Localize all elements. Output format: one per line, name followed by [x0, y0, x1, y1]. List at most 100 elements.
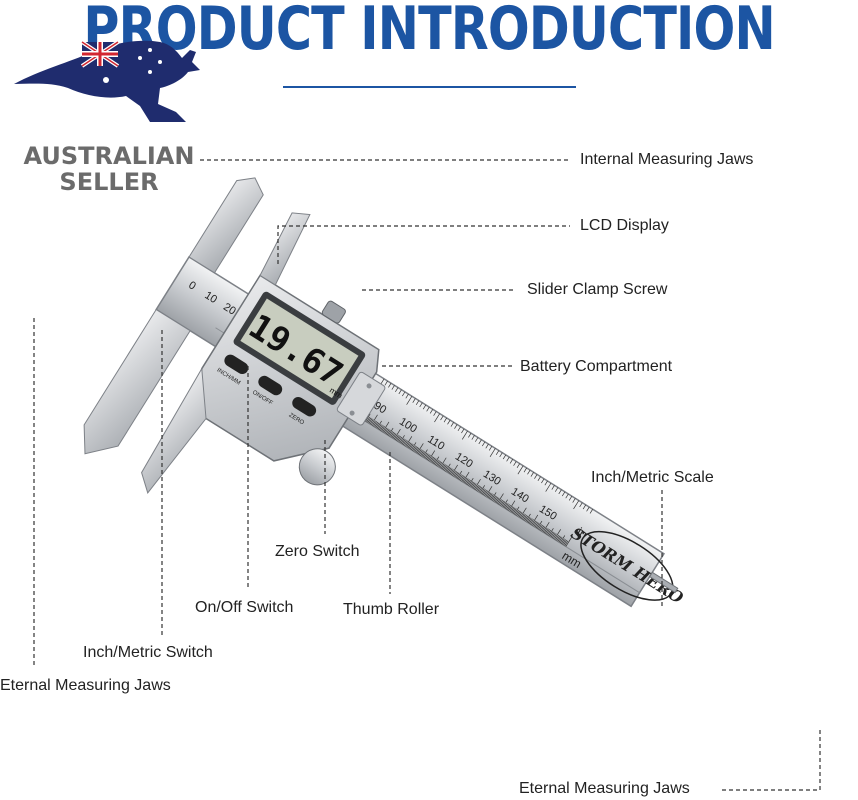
metric-tick	[508, 500, 516, 512]
metric-tick	[546, 529, 550, 535]
metric-tick	[543, 527, 548, 534]
inch-tick	[419, 402, 423, 408]
leader-lines	[33, 159, 821, 791]
inch-tick	[568, 495, 573, 501]
metric-tick	[455, 472, 460, 479]
inch-tick	[471, 435, 475, 440]
metric-tick	[507, 504, 511, 511]
metric-tick	[384, 428, 389, 434]
metric-tick	[453, 471, 458, 477]
metric-tick	[503, 502, 508, 509]
metric-tick	[549, 531, 554, 537]
onoff-button	[258, 375, 283, 396]
metric-tick	[555, 534, 559, 541]
metric-tick	[444, 465, 448, 471]
metric-tick	[512, 508, 517, 514]
metric-tick	[383, 427, 388, 434]
metric-tick	[465, 479, 470, 485]
metric-tick	[502, 499, 508, 508]
metric-tick	[464, 478, 469, 484]
inch-tick	[485, 443, 489, 449]
metric-tick	[475, 484, 479, 491]
metric-tick	[518, 512, 523, 518]
top-scale-label: 20	[221, 301, 238, 318]
metric-tick	[536, 520, 543, 529]
metric-tick	[398, 436, 403, 443]
metric-tick	[565, 536, 573, 547]
label-external-jaws-left: Eternal Measuring Jaws	[0, 677, 171, 694]
metric-tick	[550, 532, 555, 538]
metric-tick	[528, 518, 533, 524]
inch-tick	[572, 498, 576, 503]
metric-tick	[429, 456, 434, 462]
metric-tick	[479, 485, 485, 494]
metric-tick	[539, 524, 543, 531]
metric-tick	[418, 449, 423, 456]
inch-tick	[481, 441, 486, 447]
metric-tick	[413, 446, 418, 452]
metric-tick	[532, 520, 537, 527]
metric-tick	[552, 533, 557, 539]
inch-tick	[517, 465, 524, 475]
metric-tick	[463, 477, 468, 484]
metric-tick	[397, 436, 401, 442]
metric-tick	[390, 431, 395, 438]
metric-tick	[504, 503, 509, 509]
kangaroo-flag-icon	[14, 40, 200, 122]
metric-tick	[425, 454, 430, 460]
metric-tick	[409, 444, 414, 450]
top-scale-label: 0	[186, 279, 198, 292]
metric-tick	[404, 440, 408, 446]
metric-tick	[485, 486, 493, 497]
metric-tick	[392, 433, 397, 439]
metric-tick	[523, 514, 527, 521]
metric-tick	[477, 486, 482, 492]
inch-tick	[457, 426, 461, 432]
metric-tick	[437, 461, 442, 467]
metric-tick	[378, 424, 383, 431]
metric-tick	[388, 427, 394, 436]
label-onoff-switch: On/Off Switch	[195, 599, 294, 616]
metric-tick	[491, 492, 497, 501]
label-scale: Inch/Metric Scale	[591, 469, 714, 486]
inch-tick	[516, 463, 520, 468]
metric-tick	[554, 529, 562, 540]
metric-tick	[447, 467, 452, 474]
metric-tick	[373, 421, 377, 427]
metric-tick	[557, 536, 562, 542]
metric-tick	[563, 539, 567, 546]
metric-tick	[521, 514, 526, 520]
metric-tick	[559, 535, 566, 544]
metric-tick	[484, 490, 488, 497]
metric-tick	[402, 439, 407, 446]
inch-tick	[461, 428, 465, 434]
metric-tick	[430, 456, 435, 463]
inch-tick	[589, 509, 594, 514]
metric-tick	[431, 457, 436, 464]
metric-tick	[564, 540, 569, 547]
inch-tick	[454, 424, 458, 429]
metric-tick	[517, 511, 522, 517]
metric-tick	[505, 504, 510, 510]
internal-jaw-fixed	[188, 177, 264, 274]
inch-tick	[391, 385, 395, 390]
label-internal-jaws: Internal Measuring Jaws	[580, 151, 754, 168]
metric-tick	[472, 483, 477, 489]
metric-tick	[439, 457, 447, 469]
metric-tick	[417, 449, 422, 455]
label-external-jaws-bottom: Eternal Measuring Jaws	[519, 780, 690, 797]
inch-tick	[412, 398, 416, 403]
inch-tick	[527, 469, 531, 475]
inch-tick	[509, 459, 514, 464]
metric-tick	[496, 493, 504, 504]
inch-tick	[426, 406, 430, 412]
metric-tick	[446, 466, 451, 473]
label-thumb-roller: Thumb Roller	[343, 601, 440, 618]
metric-tick	[449, 469, 454, 475]
metric-tick	[513, 506, 520, 515]
metric-tick	[459, 474, 463, 481]
metric-tick	[483, 489, 487, 496]
metric-tick	[381, 426, 385, 432]
metric-tick	[376, 420, 382, 429]
